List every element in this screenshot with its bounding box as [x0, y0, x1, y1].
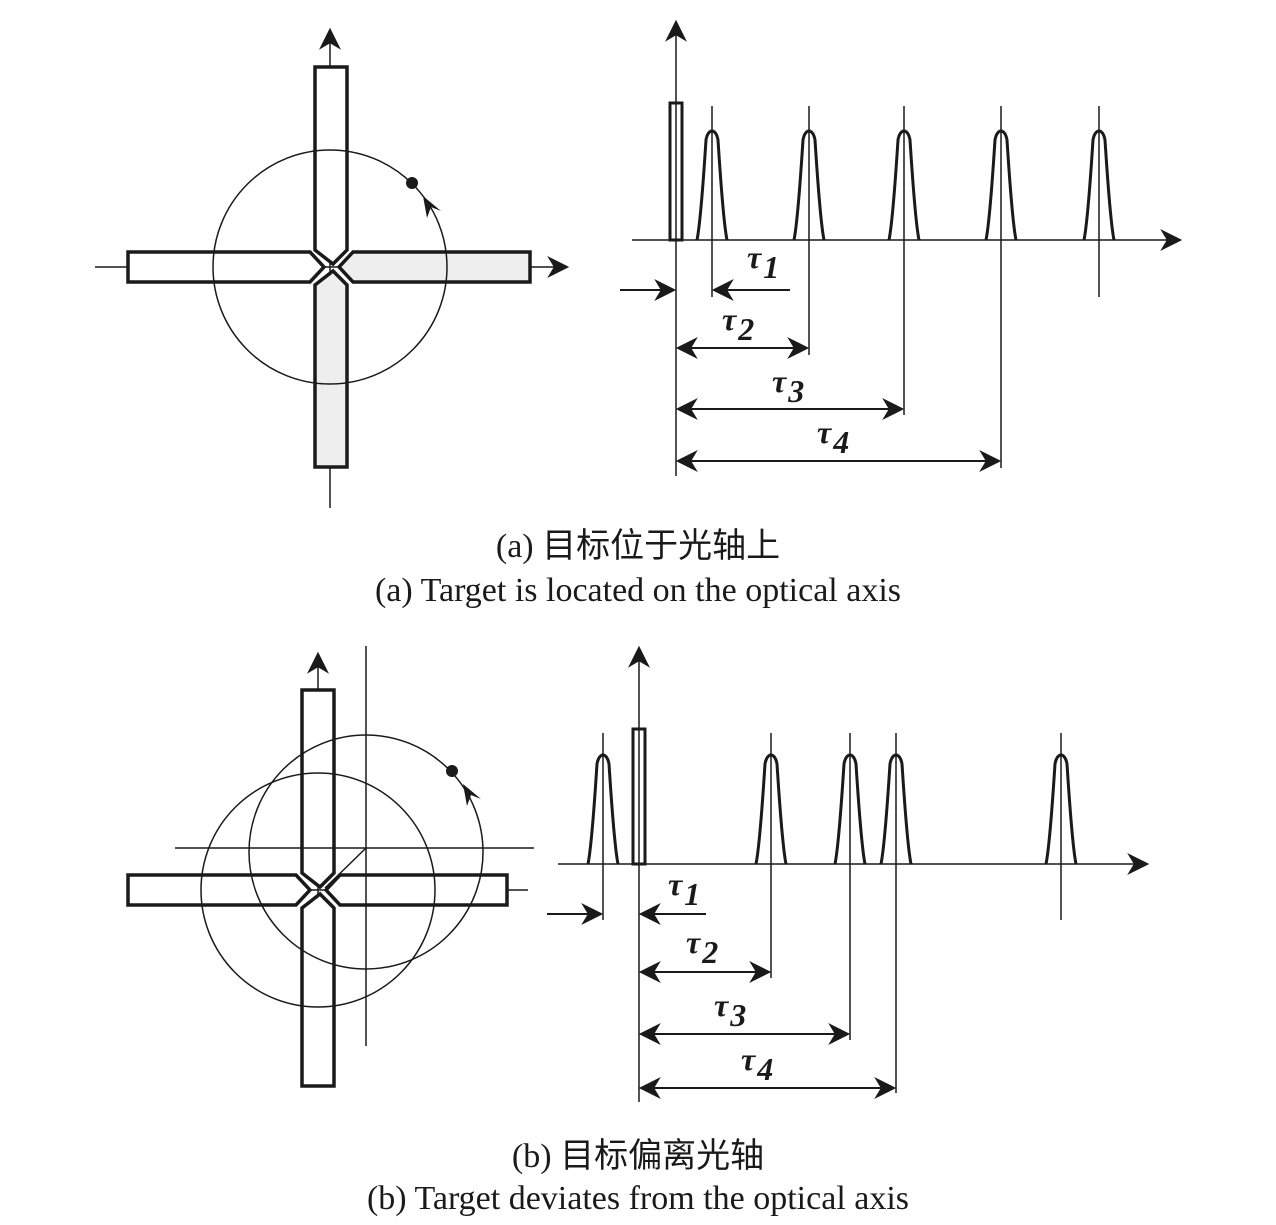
reticle-a-arm-left [126, 250, 327, 284]
tau-label-a-2: τ2 [722, 301, 754, 347]
reticle-b-arm-left [126, 873, 313, 907]
reticle-a-arm-right [336, 250, 532, 284]
rotation-arrow-b [463, 784, 481, 806]
caption-b-chinese: (b) 目标偏离光轴 [511, 1138, 765, 1175]
reticle-b [126, 646, 534, 1088]
pulse-train-b [547, 645, 1150, 1102]
panel-a [95, 19, 1183, 508]
image-spot-b [446, 765, 458, 777]
panel-b [126, 645, 1150, 1102]
tau-label-b-1: τ1 [668, 866, 700, 912]
tau-labels-b: τ1 τ2 τ3 τ4 [668, 866, 773, 1087]
caption-a-chinese: (a) 目标位于光轴上 [495, 528, 781, 565]
reticle-b-arm-right [323, 873, 509, 907]
tau-labels-a: τ1 τ2 τ3 τ4 [722, 239, 849, 460]
reticle-a-arm-top [313, 65, 349, 267]
scan-circle-a [212, 149, 448, 385]
reticle-b-arm-bottom [300, 891, 336, 1088]
rotation-arrow-a [423, 196, 441, 218]
tau-label-a-4: τ4 [817, 414, 849, 460]
reference-pulse-b [631, 727, 647, 866]
reference-circle-b [200, 772, 436, 1008]
tau-label-b-4: τ4 [741, 1041, 773, 1087]
image-spot-a [406, 177, 418, 189]
tau-label-a-3: τ3 [772, 363, 804, 409]
tau-label-b-2: τ2 [686, 924, 718, 970]
reticle-b-arm-top [300, 688, 336, 890]
tau-label-b-3: τ3 [714, 987, 746, 1033]
caption-a-english: (a) Target is located on the optical axi… [374, 572, 902, 609]
pulse-train-a [620, 19, 1183, 476]
reference-pulse-a [668, 101, 684, 242]
caption-b-english: (b) Target deviates from the optical axi… [366, 1180, 910, 1217]
reticle-a-arm-bottom [313, 268, 349, 469]
tau-label-a-1: τ1 [747, 239, 779, 285]
reticle-a [95, 27, 570, 508]
